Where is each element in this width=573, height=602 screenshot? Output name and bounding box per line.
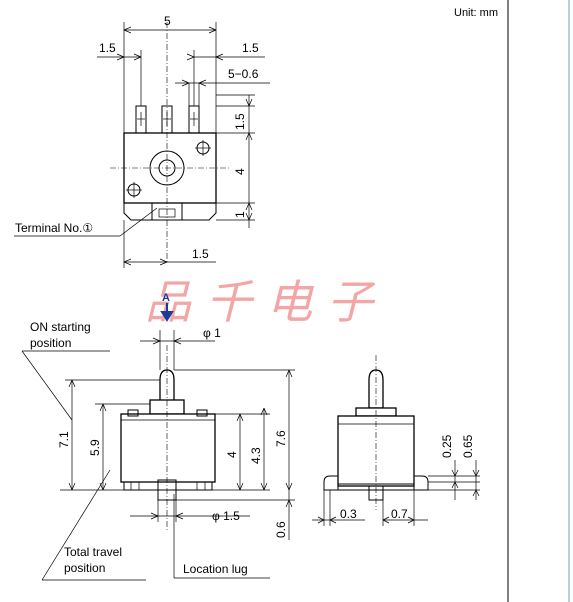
dim-d: 0.7 [391,507,408,521]
side-foot-right [414,475,429,491]
arrow-letter: A [162,292,170,304]
dim-right-offset: 1.5 [242,41,259,55]
dim-total: 7.1 [57,431,71,448]
on-start-label-line1: ON starting [30,320,91,334]
dim-lug-offset: 1.5 [192,247,209,261]
dim-width: 5 [164,14,171,28]
top-view-base [123,203,217,221]
watermark: 品 千 电 子 [145,275,376,329]
dim-overall: 7.6 [274,430,288,447]
dim-b: 0.65 [461,434,475,458]
front-view: A φ 1 ON starting position [21,292,295,581]
dim-left-offset: 1.5 [99,41,116,55]
dim-pin-pitch: 5−0.6 [228,67,259,81]
dim-c: 0.3 [340,507,357,521]
terminal-label: Terminal No.① [15,221,93,235]
dim-lug-dia: φ 1.5 [212,509,240,523]
front-base [123,481,213,491]
side-view: 0.25 0.65 0.3 0.7 [312,355,480,526]
top-view: 5 1.5 1.5 5−0.6 1.5 4 1 1.5 Terminal No.… [14,14,270,268]
arrow-down-icon [160,303,174,322]
front-body [120,413,216,483]
dim-body: 4 [225,451,239,458]
lug-label: Location lug [183,562,248,576]
dim-travel: 5.9 [88,439,102,456]
dim-pin-len: 1.5 [233,113,247,130]
dim-base-h: 1 [233,211,247,218]
dim-a: 0.25 [440,434,454,458]
on-start-label-line2: position [30,336,71,350]
side-foot-left [323,475,338,491]
unit-label: Unit: mm [454,7,498,19]
travel-label-line2: position [64,561,105,575]
dim-stem-dia: φ 1 [203,326,221,340]
travel-label-line1: Total travel [64,545,122,559]
dim-lug-len: 0.6 [274,521,288,538]
dim-body-h: 4 [233,168,247,175]
dim-body2: 4.3 [249,447,263,464]
